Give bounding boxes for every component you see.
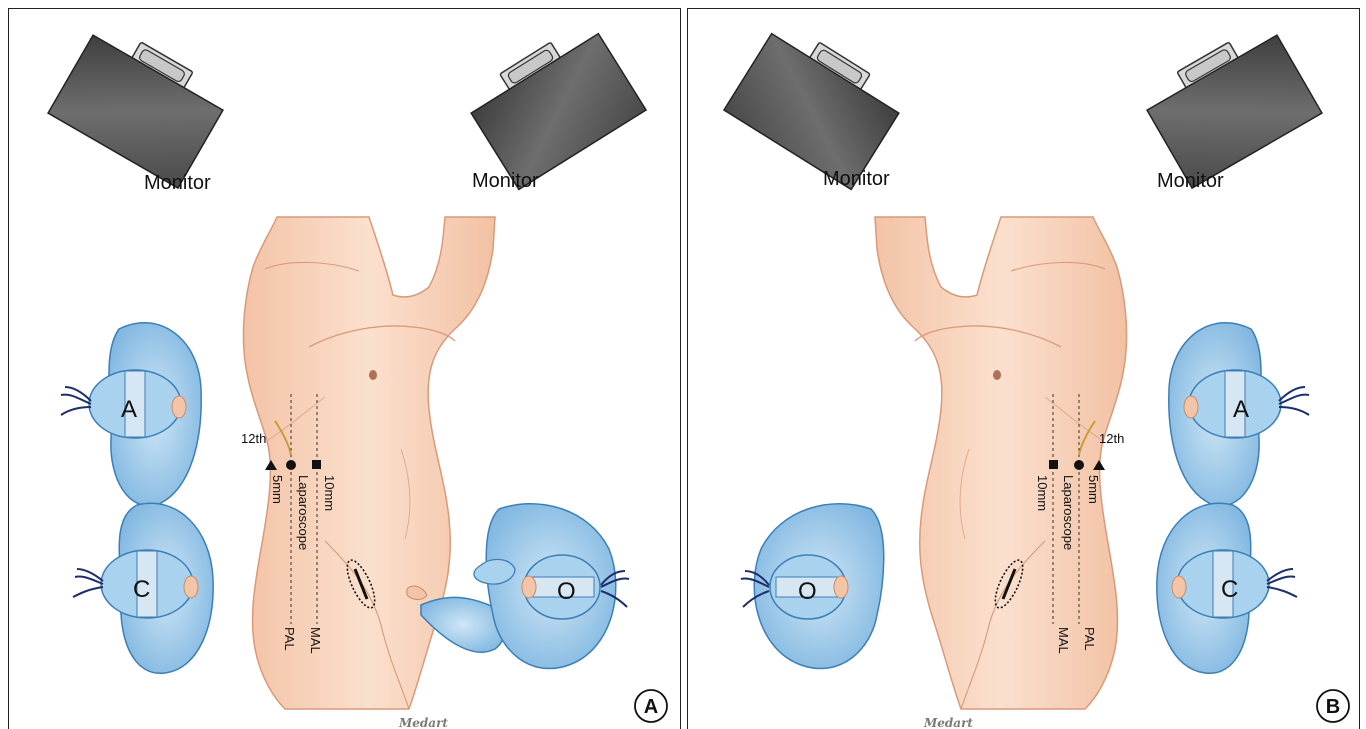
port-10mm-square-icon [312,460,321,469]
port-laparoscope-label: Laparoscope [296,475,311,550]
monitor-left-icon [48,20,232,189]
port-5mm-label: 5mm [270,475,285,504]
panel-a-diagram: Monitor Monitor 12th 5mm Laparoscope 10m… [9,9,681,729]
monitor-left-icon [724,18,908,189]
mal-label: MAL [1056,627,1071,654]
monitor-right-label: Monitor [1157,170,1224,192]
rib-12th-label: 12th [1099,431,1124,446]
port-laparoscope-label: Laparoscope [1061,475,1076,550]
monitor-left-label: Monitor [823,168,890,190]
mal-label: MAL [308,627,323,654]
port-10mm-label: 10mm [322,475,337,511]
operator-label: O [798,578,817,605]
camera-holder-label: C [133,576,150,603]
port-5mm-label: 5mm [1086,475,1101,504]
panel-b-diagram: Monitor Monitor 12th 5mm Laparoscope 10m… [688,9,1360,729]
assistant-label: A [121,396,137,423]
panel-a: Monitor Monitor 12th 5mm Laparoscope 10m… [8,8,681,729]
panel-a-badge-label: A [644,696,658,718]
panel-b: Monitor Monitor 12th 5mm Laparoscope 10m… [687,8,1360,729]
monitor-right-icon [462,18,646,189]
credit-mark: Medart [398,716,448,729]
credit-mark: Medart [923,716,973,729]
port-laparoscope-circle-icon [286,460,296,470]
port-10mm-square-icon [1049,460,1058,469]
pal-label: PAL [282,627,297,651]
operator-label: O [557,578,576,605]
camera-holder-label: C [1221,576,1238,603]
assistant-label: A [1233,396,1249,423]
monitor-right-icon [1138,20,1322,189]
monitor-right-label: Monitor [472,170,539,192]
panel-b-mirrored-art [724,18,1322,709]
pal-label: PAL [1082,627,1097,651]
panel-b-badge-label: B [1326,696,1340,718]
rib-12th-label: 12th [241,431,266,446]
monitor-left-label: Monitor [144,172,211,194]
port-laparoscope-circle-icon [1074,460,1084,470]
port-10mm-label: 10mm [1035,475,1050,511]
